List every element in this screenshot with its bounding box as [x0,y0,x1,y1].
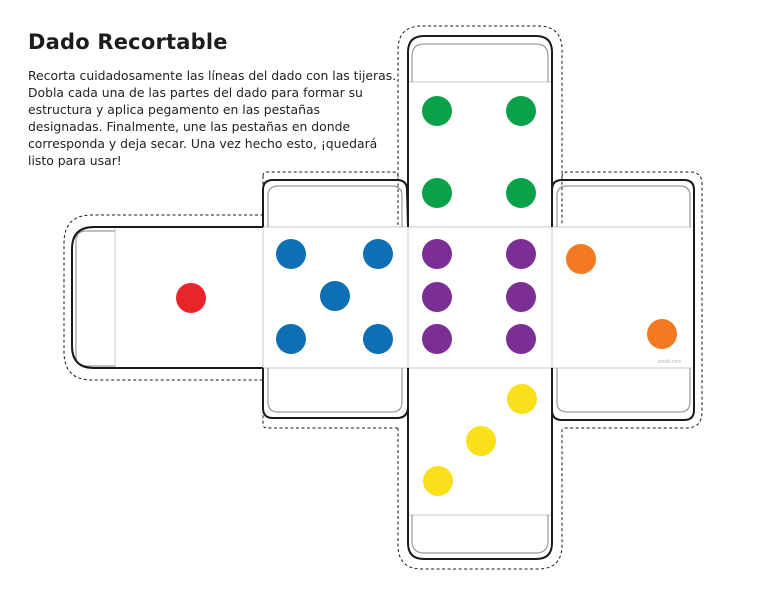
instructions-text: Recorta cuidadosamente las líneas del da… [28,68,397,168]
page-title: Dado Recortable [28,30,228,54]
tab-top [411,43,549,82]
face-two [566,244,677,349]
face-six-pip-2 [506,239,536,269]
face-five-pip-5 [363,324,393,354]
dashed-cut-top [397,25,563,225]
tab-right-top [556,185,691,227]
face-five-pip-3 [320,281,350,311]
face-five-pip-1 [276,239,306,269]
fold-lines [114,81,692,516]
face-four-pip-1 [422,96,452,126]
dice-pips [176,96,677,496]
outline-left-bottom-tab [262,368,409,419]
face-one [176,283,206,313]
tab-left-top [267,185,403,227]
face-two-pip-1 [566,244,596,274]
outline-left-top-tab [262,179,409,228]
outline-far-left [71,226,263,369]
face-six-pip-1 [422,239,452,269]
tab-right-bottom [556,368,691,413]
face-one-pip-1 [176,283,206,313]
face-three-pip-1 [507,384,537,414]
face-five-pip-4 [276,324,306,354]
face-four-pip-4 [506,178,536,208]
face-four-pip-3 [422,178,452,208]
face-three-pip-3 [423,466,453,496]
outline-top-arm [407,35,553,227]
outline-bottom-arm [407,368,553,560]
outline-right-top-tab [551,179,695,421]
face-two-pip-2 [647,319,677,349]
face-five-pip-2 [363,239,393,269]
face-six-pip-5 [422,324,452,354]
dashed-cut-right [561,171,703,429]
face-six-pip-6 [506,324,536,354]
face-four [422,96,536,208]
dashed-cut-bottom [397,428,563,570]
glue-tabs [75,43,691,554]
face-five [276,239,393,354]
face-four-pip-2 [506,96,536,126]
tab-left-bottom [267,368,403,413]
tab-bottom [411,515,549,554]
face-three [423,384,537,496]
face-six-pip-4 [506,282,536,312]
face-six-pip-3 [422,282,452,312]
solid-outline [71,35,695,560]
face-six [422,239,536,354]
dashed-cut-lines [63,25,703,570]
watermark: twinkl.com [658,359,682,365]
face-three-pip-2 [466,426,496,456]
dashed-cut-left [63,171,399,429]
tab-far-left [75,230,115,367]
